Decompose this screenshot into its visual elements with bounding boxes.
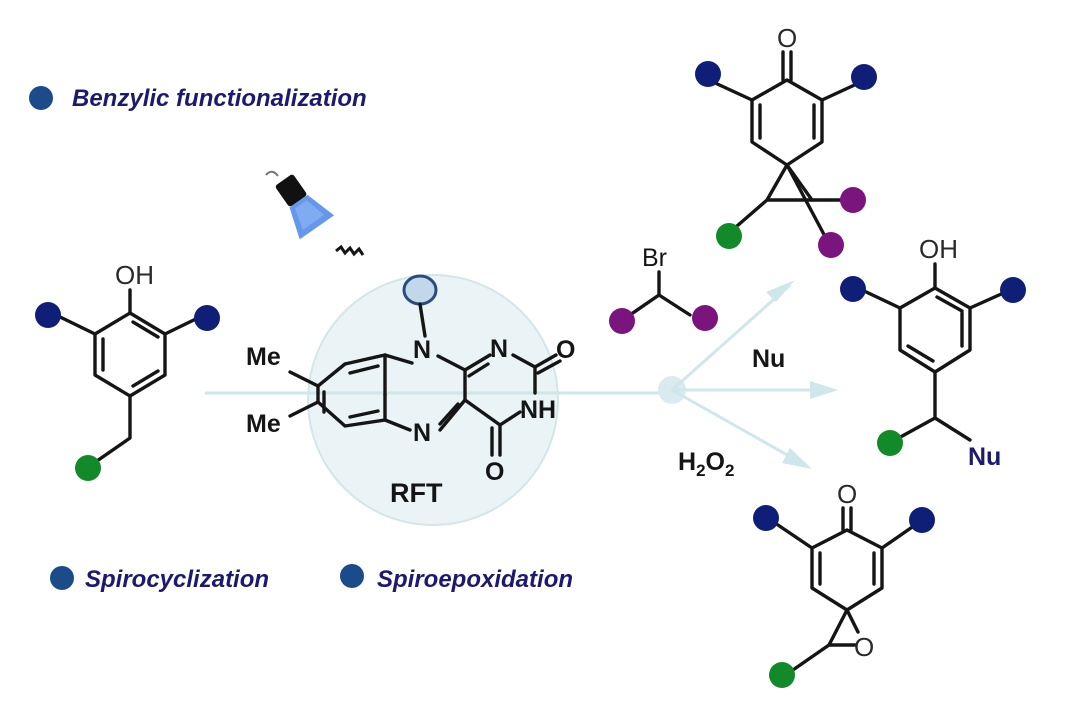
rft-n5: N xyxy=(413,419,431,447)
catalyst-substituent-dot xyxy=(402,274,438,306)
catalyst-label: RFT xyxy=(390,478,443,508)
benzylic-blue-dot-left xyxy=(840,276,866,302)
rft-me-top: Me xyxy=(246,343,281,371)
spirocyclopropane-blue-dot-right xyxy=(851,64,877,90)
spirocyclopropane-o-label: O xyxy=(777,23,797,53)
catalyst-molecule: N N N O NH O Me Me RFT xyxy=(246,274,575,508)
bromide-reagent: Br xyxy=(609,244,718,334)
legend-spiroepoxidation: Spiroepoxidation xyxy=(377,566,573,593)
rft-o2: O xyxy=(556,336,575,364)
benzylic-oh-label: OH xyxy=(919,234,958,264)
benzylic-green-dot xyxy=(877,430,903,456)
reagent-purple-dot-right xyxy=(692,305,718,331)
light-wave-icon xyxy=(335,244,365,257)
reaction-arrows xyxy=(205,280,838,469)
spiroepoxide-o-ring-label: O xyxy=(854,632,874,662)
reagent-purple-dot-left xyxy=(609,308,635,334)
arrowhead-right xyxy=(810,381,838,399)
legend-dot-spiroepoxidation xyxy=(340,564,364,588)
substrate-green-dot xyxy=(75,455,101,481)
benzylic-blue-dot-right xyxy=(1000,277,1026,303)
spiroepoxide-blue-dot-left xyxy=(753,505,779,531)
substrate-blue-dot-left xyxy=(35,302,61,328)
legend: Benzylic functionalization Spirocyclizat… xyxy=(29,85,573,593)
substrate-molecule: OH xyxy=(35,260,220,481)
spiroepoxide-blue-dot-right xyxy=(909,507,935,533)
spirocyclopropane-green-dot xyxy=(716,223,742,249)
reagent-br-label: Br xyxy=(642,244,667,272)
spiroepoxide-green-dot xyxy=(769,662,795,688)
arrow-to-spiroepoxide xyxy=(671,388,806,467)
product-spirocyclopropane: O xyxy=(695,23,877,258)
rft-me-bottom: Me xyxy=(246,410,281,438)
rft-o4: O xyxy=(485,458,504,486)
legend-benzylic: Benzylic functionalization xyxy=(72,85,367,112)
product-benzylic: OH Nu xyxy=(840,234,1026,471)
spirocyclopropane-purple-dot-2 xyxy=(818,232,844,258)
reagent-h2o2: H2O2 xyxy=(678,448,734,480)
product-spiroepoxide: O O xyxy=(753,479,935,688)
substrate-blue-dot-right xyxy=(194,305,220,331)
lamp-icon xyxy=(265,170,335,240)
legend-dot-spirocyclization xyxy=(50,566,74,590)
spirocyclopropane-blue-dot-left xyxy=(695,61,721,87)
benzylic-nu-label: Nu xyxy=(968,443,1001,471)
substrate-oh-label: OH xyxy=(115,260,154,290)
spiroepoxide-o-label: O xyxy=(837,479,857,509)
rft-n1: N xyxy=(490,335,508,363)
rft-nh: NH xyxy=(520,396,556,424)
arrow-to-spirocyclopropane xyxy=(671,283,791,392)
spirocyclopropane-purple-dot-1 xyxy=(840,187,866,213)
arrowhead-up xyxy=(766,280,795,302)
legend-dot-benzylic xyxy=(29,86,53,110)
reagent-nu-label: Nu xyxy=(752,345,785,373)
rft-n10: N xyxy=(413,336,431,364)
catalyst-highlight-circle xyxy=(307,274,559,526)
legend-spirocyclization: Spirocyclization xyxy=(85,566,269,593)
arrowhead-down xyxy=(782,448,812,469)
